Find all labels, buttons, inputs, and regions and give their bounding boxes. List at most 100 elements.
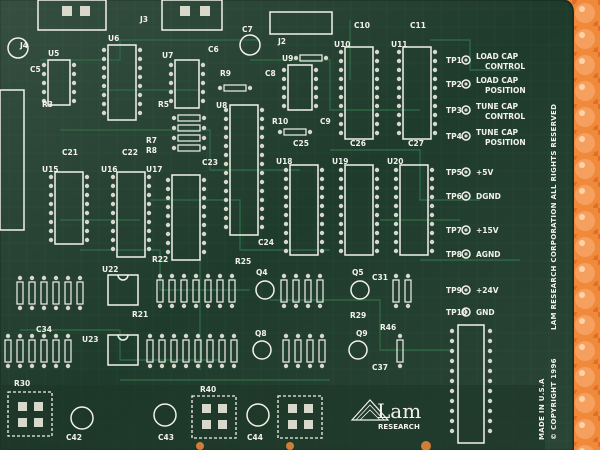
test-point-label: LOAD CAP [476,52,519,61]
svg-text:U18: U18 [276,157,293,166]
test-point-label: DGND [476,192,501,201]
test-point-label: +24V [476,286,499,295]
test-point-label: +15V [476,226,499,235]
svg-text:C5: C5 [30,65,41,74]
svg-text:U16: U16 [101,165,118,174]
test-point-id: TP9 [446,286,462,295]
resistor-footprints [4,54,412,369]
chip-U16: U16 [101,165,146,258]
test-point-tp5: TP5+5V [446,167,494,177]
test-point-tp9: TP9 +24V [446,285,499,295]
label-J4: J4 [19,41,28,50]
test-point-label: +5V [476,168,494,177]
test-point-tp8: TP8 AGND [446,249,500,259]
svg-text:C37: C37 [372,363,388,372]
svg-text:U6: U6 [108,34,119,43]
cap-C42 [70,406,94,430]
svg-text:C23: C23 [202,158,218,167]
bottom-pad-blocks [7,391,431,450]
lam-research-logo: Lam RESEARCH [350,399,421,431]
test-point-label: LOAD CAP [476,76,519,85]
svg-text:C11: C11 [410,21,426,30]
logo-subtitle: RESEARCH [378,423,420,431]
chip-pins [41,47,438,255]
svg-text:R46: R46 [380,323,396,332]
copyright-company-text: LAM RESEARCH CORPORATION ALL RIGHTS RESE… [550,104,558,330]
svg-text:U9: U9 [282,54,293,63]
test-point-id: TP8 [446,250,462,259]
svg-text:Q8: Q8 [255,329,267,338]
electrolytic-caps: C7 C42 C43 C44 [7,25,270,442]
chip-U11: U11 [391,40,432,140]
svg-text:R30: R30 [14,379,30,388]
svg-text:U19: U19 [332,157,349,166]
chip-U22: U22 [102,265,139,306]
chip-U5: U5 [47,49,71,106]
test-point-id: TP2 [446,80,462,89]
chip-U20: U20 [387,157,429,256]
board-bottom-region [0,385,545,450]
connector-J3-right [161,0,223,31]
svg-text:C43: C43 [158,433,174,442]
svg-text:R10: R10 [272,117,288,126]
transistor-Q4 [255,280,275,300]
test-point-label: AGND [476,250,500,259]
svg-text:C7: C7 [242,25,253,34]
chip-U9: U9 [282,54,313,111]
svg-text:U8: U8 [216,101,227,110]
right-connector-block [457,324,485,444]
test-point-tp7: TP7 +15V [446,225,499,235]
chip-left-partial [0,89,25,231]
test-point-label: CONTROL [485,112,525,121]
svg-text:C26: C26 [350,139,366,148]
chip-U6: U6 [107,34,137,121]
svg-text:U15: U15 [42,165,59,174]
copper-traces [20,20,520,381]
svg-text:R5: R5 [158,100,169,109]
transistor-Q5 [350,280,370,300]
svg-text:R22: R22 [152,255,168,264]
svg-text:C34: C34 [36,325,52,334]
svg-text:Q9: Q9 [356,329,368,338]
svg-text:Q5: Q5 [352,268,364,277]
chip-U19: U19 [332,157,374,256]
svg-text:C22: C22 [122,148,138,157]
test-point-id: TP10 [446,308,467,317]
test-point-label: POSITION [485,86,526,95]
svg-text:Q4: Q4 [256,268,268,277]
svg-text:C10: C10 [354,21,370,30]
test-point-id: TP7 [446,226,462,235]
svg-text:R25: R25 [235,257,251,266]
svg-text:R7: R7 [146,136,157,145]
transistor-Q9 [348,340,368,360]
svg-text:C31: C31 [372,273,388,282]
copyright-year-text: © COPYRIGHT 1996 [550,358,558,440]
chip-U10: U10 [334,40,374,140]
svg-text:C8: C8 [265,69,276,78]
test-point-id: TP6 [446,192,462,201]
test-point-id: TP3 [446,106,462,115]
svg-text:C6: C6 [208,45,219,54]
svg-text:U17: U17 [146,165,163,174]
test-point-label: POSITION [485,138,526,147]
connector-J2 [269,11,333,35]
svg-text:U10: U10 [334,40,351,49]
svg-text:C9: C9 [320,117,331,126]
chip-U7: U7 [162,51,200,109]
test-point-label: CONTROL [485,62,525,71]
label-J2: J2 [277,37,286,46]
cap-C7 [239,34,261,56]
chip-U17: U17 [146,165,201,261]
right-connector-pins [449,328,493,434]
svg-text:C27: C27 [408,139,424,148]
test-point-label: TUNE CAP [476,128,519,137]
svg-text:R9: R9 [220,69,231,78]
test-point-tp6: TP6 DGND [446,191,501,201]
svg-text:U7: U7 [162,51,173,60]
